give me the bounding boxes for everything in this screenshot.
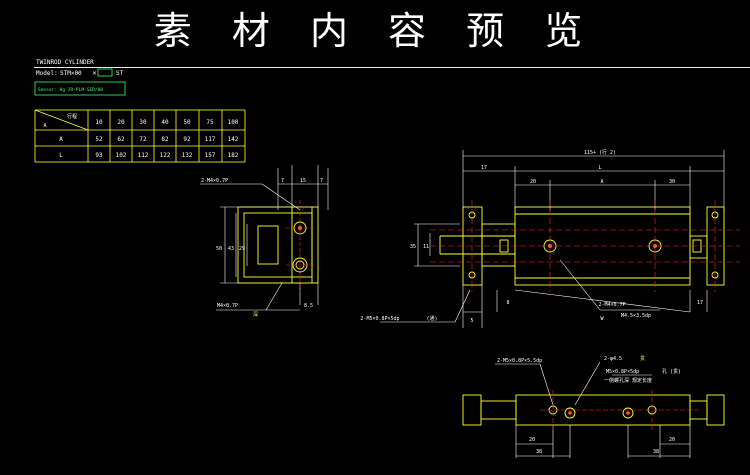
table-col-header: 20 <box>117 119 125 126</box>
side-port-label: 2-M4×0.7P <box>201 178 228 184</box>
table-cell: 182 <box>228 152 239 159</box>
sensor-note: Sensor: Hg JR-PLM-SED/08 <box>38 87 103 93</box>
bottom-paren: 孔 (贯) <box>662 368 681 375</box>
front-view: 115+ (行 2) 17 L 20 A 30 35 11 2-M4×0.7P … <box>360 149 740 328</box>
table-cell: 72 <box>139 136 147 143</box>
model-value: STM×00 <box>60 70 82 77</box>
front-dim-W: W <box>600 316 604 322</box>
drawing-title: TWINROD CYLINDER <box>36 59 94 66</box>
front-bolt-label: 2-M4×0.7P <box>598 302 625 308</box>
side-view: 2-M4×0.7P 7 15 7 50 43 29 M4×0.7P 深 8.5 <box>200 165 329 318</box>
stroke-table-text: 行程 A 10 20 30 40 50 75 100 A 52 62 72 82… <box>43 113 238 159</box>
front-left-h2: 11 <box>423 244 429 250</box>
front-overall-dim: 115+ (行 2) <box>584 149 616 156</box>
table-cell: 82 <box>161 136 169 143</box>
side-body <box>237 206 319 284</box>
bottom-hole <box>564 407 576 419</box>
side-height-dim: 50 <box>216 246 222 252</box>
bottom-tap-label: M5×0.8P×5dp <box>606 369 639 375</box>
table-cell: 62 <box>117 136 125 143</box>
title-rule <box>34 67 750 68</box>
table-col-header: 30 <box>139 119 147 126</box>
bottom-hole-label: 2-φ4.5 <box>604 356 622 362</box>
bottom-dim: 20 <box>669 437 675 443</box>
table-cell: 93 <box>95 152 103 159</box>
table-row-label: L <box>59 152 63 159</box>
model-input-box <box>97 68 113 77</box>
table-corner-bottom: A <box>43 123 46 129</box>
stroke-table <box>34 109 246 163</box>
model-sep: × <box>92 70 97 77</box>
model-label: Model: <box>36 70 58 77</box>
front-left-h1: 35 <box>410 244 416 250</box>
side-bottom-label: M4×0.7P <box>217 303 238 309</box>
front-dim-17-right: 17 <box>697 300 703 306</box>
front-dim-8: 8 <box>506 300 509 306</box>
bottom-hole-sub: 贯 <box>640 356 645 362</box>
table-cell: 157 <box>205 152 216 159</box>
table-cell: 92 <box>183 136 191 143</box>
table-cell: 142 <box>228 136 239 143</box>
table-col-header: 100 <box>228 119 239 126</box>
title-block: TWINROD CYLINDER Model: STM×00 × ST Sens… <box>34 59 126 96</box>
front-dim-A: A <box>600 179 603 185</box>
front-bore-label: M4.5×3.5dp <box>621 313 651 319</box>
front-dim-L: L <box>598 165 601 171</box>
bottom-depth-note: 一侧螺孔深 规定长度 <box>604 377 652 384</box>
table-col-header: 10 <box>95 119 103 126</box>
table-row-label: A <box>59 136 63 143</box>
table-corner-top: 行程 <box>67 113 77 120</box>
model-suffix: ST <box>116 70 124 77</box>
side-top-dim: 7 <box>281 178 284 184</box>
table-col-header: 50 <box>183 119 191 126</box>
table-cell: 117 <box>205 136 216 143</box>
bottom-view: 2-M5×0.8P×5.5dp 2-φ4.5 贯 M5×0.8P×5dp 孔 (… <box>462 356 725 458</box>
bottom-dim: 38 <box>536 449 542 455</box>
side-top-dim: 7 <box>320 178 323 184</box>
table-col-header: 75 <box>206 119 214 126</box>
front-dim-20: 20 <box>530 179 536 185</box>
side-bottom-dim: 8.5 <box>304 303 313 309</box>
banner-title: 素 材 内 容 预 览 <box>153 9 597 53</box>
side-height-dim: 43 <box>228 246 234 252</box>
table-col-header: 40 <box>161 119 169 126</box>
table-corner-diagonal <box>34 109 89 131</box>
table-cell: 112 <box>138 152 149 159</box>
bottom-top-label: 2-M5×0.8P×5.5dp <box>497 358 542 364</box>
side-height-dim: 29 <box>239 246 245 252</box>
table-cell: 102 <box>116 152 127 159</box>
side-bottom-sub: 深 <box>253 311 258 318</box>
banner: 素 材 内 容 预 览 <box>0 0 750 62</box>
front-mount-sub: (通) <box>426 315 437 322</box>
front-dim-5: 5 <box>470 318 473 324</box>
front-dim-17-left: 17 <box>481 165 487 171</box>
table-cell: 132 <box>182 152 193 159</box>
side-top-dim: 15 <box>300 178 306 184</box>
bottom-hole <box>622 407 634 419</box>
sensor-note-box <box>34 81 126 96</box>
bottom-dim: 38 <box>653 449 659 455</box>
front-dim-30: 30 <box>669 179 675 185</box>
table-cell: 52 <box>95 136 103 143</box>
front-mount-label: 2-M5×0.8P×5dp <box>360 316 399 322</box>
table-cell: 122 <box>160 152 171 159</box>
bottom-dim: 20 <box>529 437 535 443</box>
